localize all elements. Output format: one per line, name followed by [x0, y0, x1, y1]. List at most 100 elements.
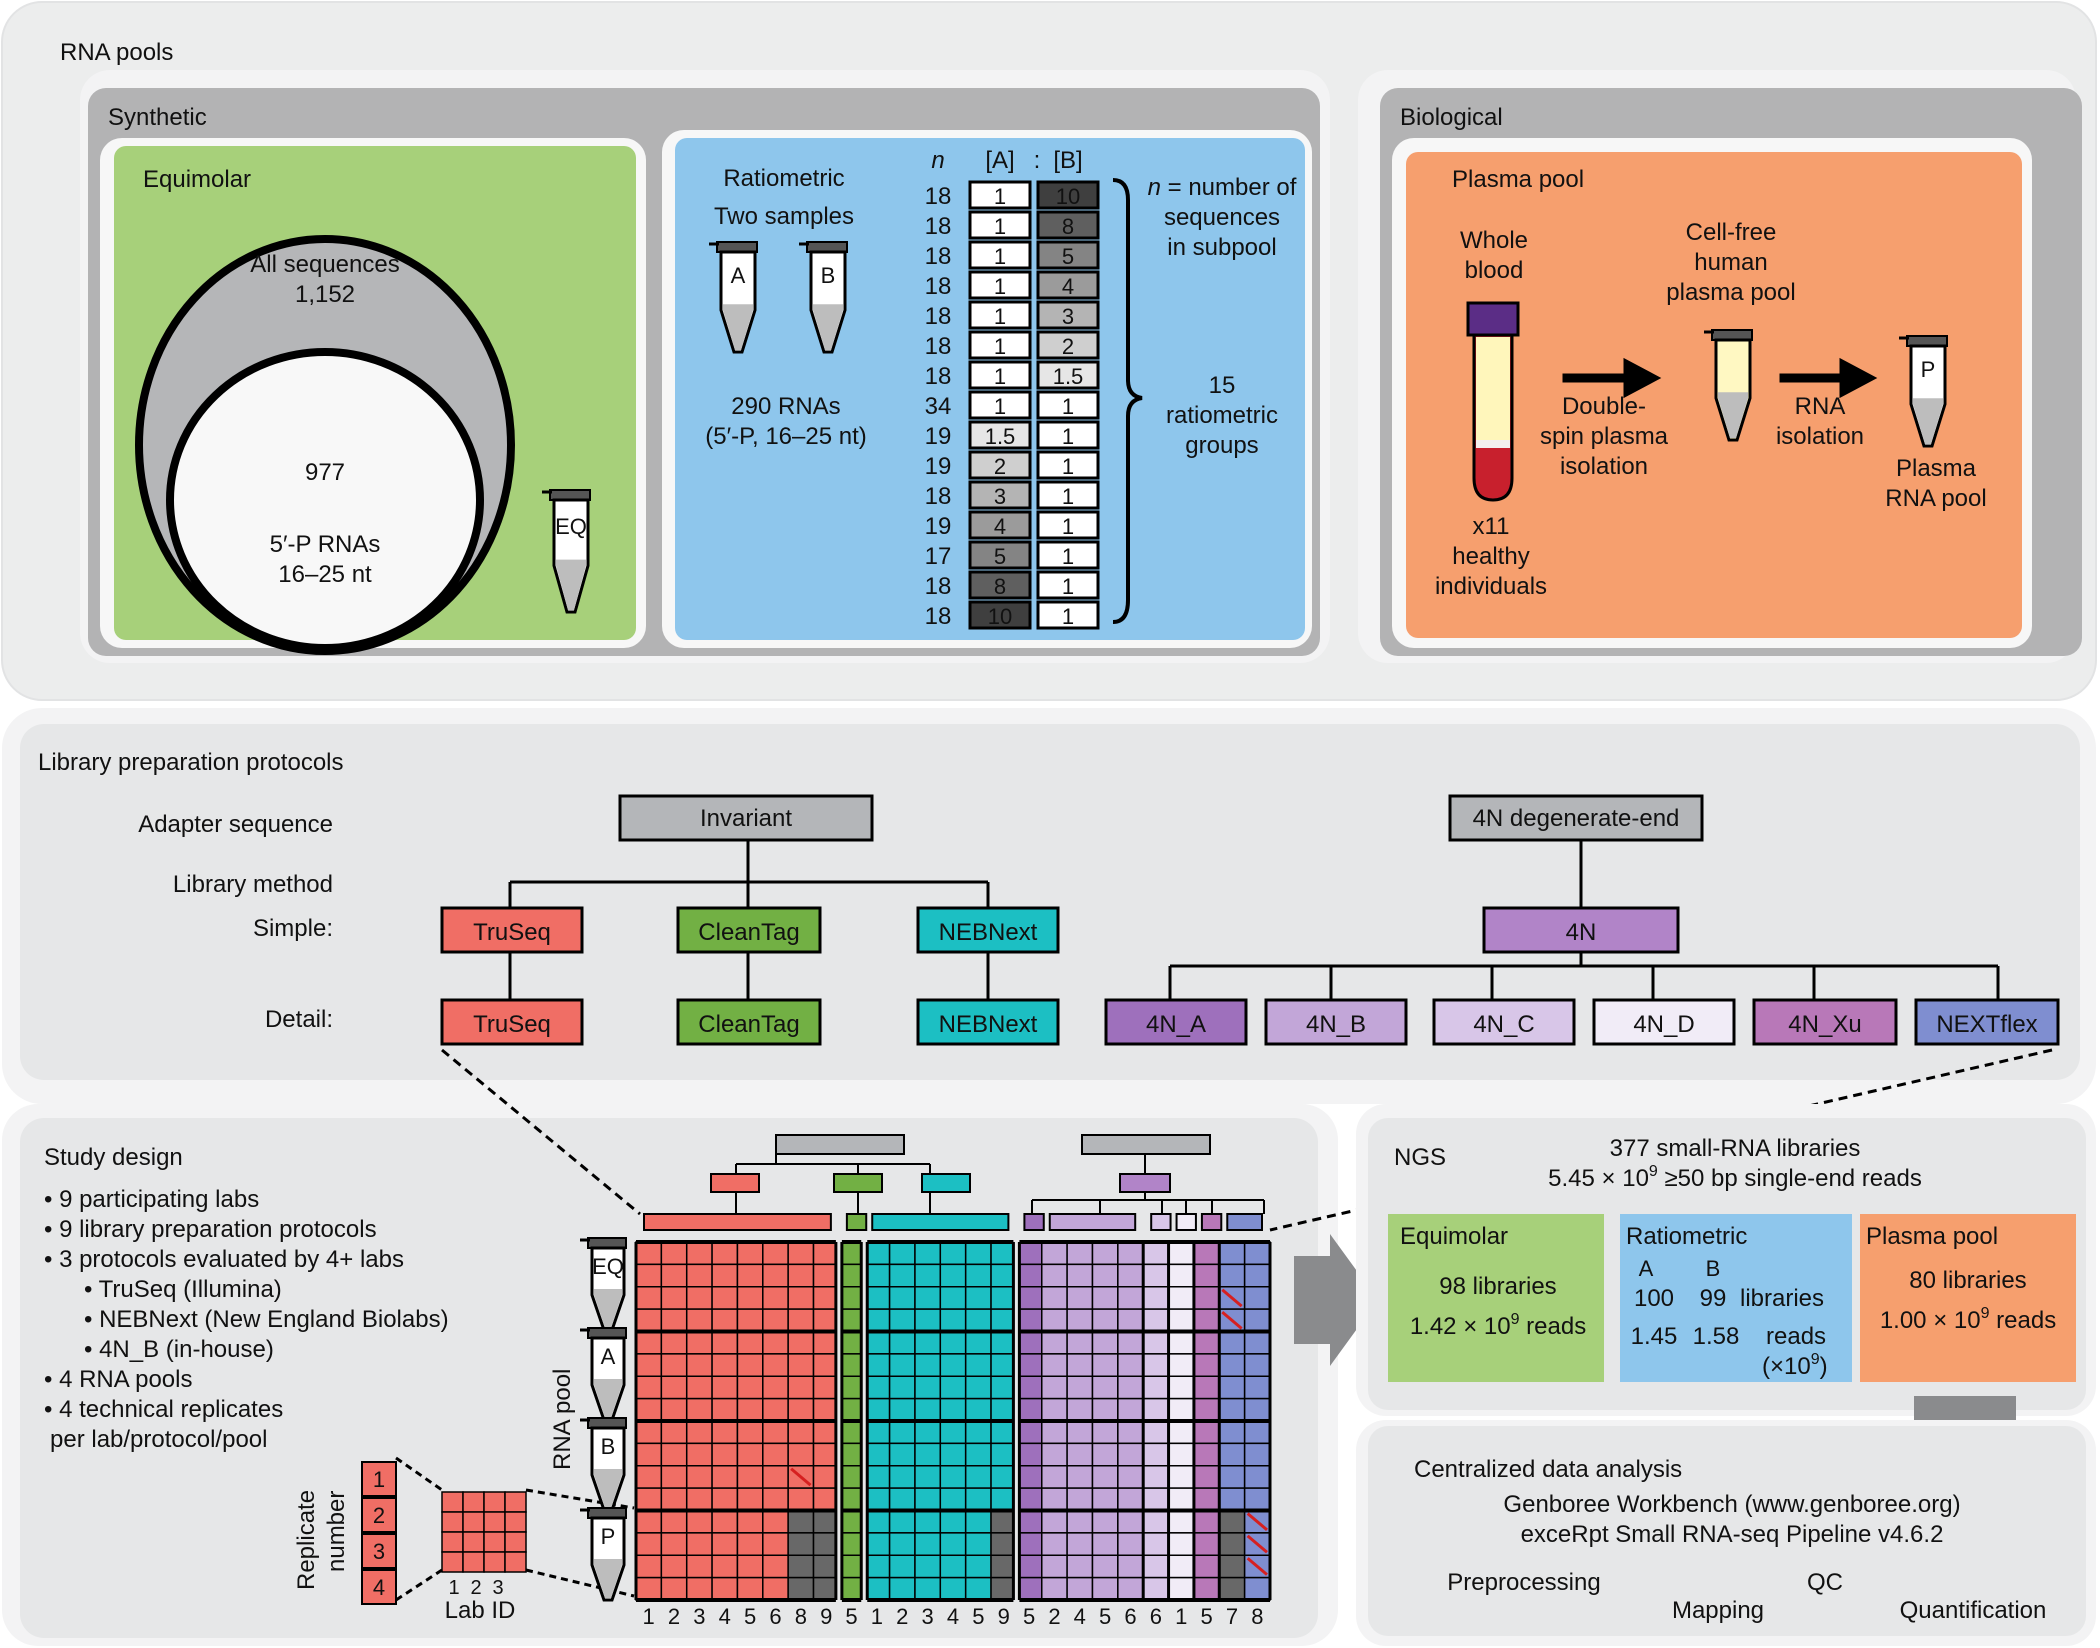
grid-cell: [787, 1241, 815, 1266]
grid-cell: [685, 1241, 713, 1266]
invariant-box: Invariant: [618, 794, 874, 842]
detail-truseq-box: TruSeq: [440, 998, 584, 1046]
ratio-b-cell: [1036, 450, 1100, 480]
mini-grid-cell: [441, 1531, 464, 1553]
svg-text:(×109): (×109): [1762, 1351, 1828, 1380]
grid-cell: [1142, 1397, 1170, 1422]
grid-cell: [685, 1532, 713, 1556]
lab-id-label-cell: 6: [1124, 1604, 1136, 1629]
cellfree-1: Cell-free: [1686, 219, 1777, 246]
ratio-row-n: 18: [925, 603, 952, 630]
grid-cell: [1142, 1308, 1170, 1333]
grid-cell: [762, 1465, 789, 1489]
ratio-b-cell: [1036, 330, 1100, 360]
grid-cell: [1193, 1420, 1221, 1445]
grid-cell: [1142, 1353, 1170, 1377]
mini-grid-cell: [504, 1551, 527, 1573]
grid-cell: [1066, 1330, 1094, 1355]
step1-2: spin plasma: [1540, 423, 1669, 450]
grid-cell: [964, 1487, 992, 1512]
replicate-cell: [361, 1533, 397, 1569]
replicate-cell: [361, 1461, 397, 1497]
bullet-protocols: • 9 library preparation protocols: [44, 1216, 377, 1243]
grid-cell: [1142, 1554, 1170, 1579]
mini-grid-cell: [483, 1531, 506, 1553]
donors-2: healthy: [1452, 543, 1529, 570]
svg-text:TruSeq: TruSeq: [473, 919, 551, 946]
biological-title: Biological: [1400, 104, 1503, 131]
ratio-b-value: 3: [1062, 304, 1074, 329]
grid-cell: [914, 1330, 942, 1355]
grid-cell: [1091, 1241, 1119, 1266]
svg-text:1.58: 1.58: [1693, 1323, 1740, 1350]
grid-cell: [888, 1420, 916, 1445]
ratio-a-value: 1: [994, 364, 1006, 389]
groups-note-2: ratiometric: [1166, 402, 1278, 429]
ratio-b-value: 1: [1062, 484, 1074, 509]
ratio-a-value: 1: [994, 184, 1006, 209]
grid-cell: [711, 1554, 739, 1579]
grid-cell: [964, 1442, 992, 1467]
ratio-b-value: 1.5: [1053, 364, 1084, 389]
grid-cell: [787, 1375, 815, 1400]
svg-text:reads: reads: [1766, 1323, 1826, 1350]
grid-cell: [685, 1286, 713, 1310]
grid-cell: [1041, 1554, 1068, 1579]
grid-cell: [1243, 1375, 1271, 1400]
svg-text:Ratiometric: Ratiometric: [1626, 1223, 1747, 1250]
ratio-a-cell: [968, 210, 1032, 240]
grid-cell: [762, 1286, 789, 1310]
grid-cell: [1066, 1397, 1094, 1422]
rna-pools-title: RNA pools: [60, 39, 173, 66]
mini-grid-cell: [483, 1491, 506, 1513]
grid-cell: [711, 1465, 739, 1489]
grid-cell: [1142, 1442, 1170, 1467]
grid-cell: [1243, 1241, 1271, 1266]
mini-grid-cell: [504, 1531, 527, 1553]
grid-cell: [1218, 1554, 1246, 1579]
grid-cell: [939, 1375, 967, 1400]
lab-id-label-cell: 6: [769, 1604, 781, 1629]
grid-cell: [1142, 1241, 1170, 1266]
tube-label: B: [821, 263, 836, 288]
lab-id-label-cell: 1: [871, 1604, 883, 1629]
grid-cell: [787, 1330, 815, 1355]
grid-cell: [1167, 1509, 1195, 1534]
ratio-a-cell: [968, 510, 1032, 540]
ngs-panel: NGS 377 small-RNA libraries 5.45 × 109 ≥…: [1356, 1104, 2096, 1416]
replicate-number: 4: [373, 1575, 385, 1600]
ratio-a-cell: [968, 270, 1032, 300]
study-bullets: • 9 participating labs • 9 library prepa…: [44, 1186, 449, 1453]
grid-cell: [660, 1487, 688, 1512]
grid-cell: [1167, 1554, 1195, 1579]
grid-cell: [1091, 1397, 1119, 1422]
col-n-header: n: [931, 147, 944, 174]
grid-cell: [1091, 1465, 1119, 1489]
ratio-a-cell: [968, 540, 1032, 570]
detail-4n-c-box: 4N_C: [1432, 998, 1576, 1046]
ratio-b-value: 1: [1062, 604, 1074, 629]
grid-cell: [1218, 1465, 1246, 1489]
grid-cell: [1142, 1330, 1170, 1355]
detail-nebnext-box: NEBNext: [916, 998, 1060, 1046]
whole-blood-2: blood: [1465, 257, 1524, 284]
ratio-a-cell: [968, 390, 1032, 420]
lab-id-label-cell: 9: [998, 1604, 1010, 1629]
grid-cell: [939, 1532, 967, 1556]
grid-cell: [888, 1576, 916, 1601]
svg-text:4N degenerate-end: 4N degenerate-end: [1473, 805, 1680, 832]
grid-cell: [685, 1330, 713, 1355]
grid-cell: [711, 1532, 739, 1556]
ratio-a-cell: [968, 420, 1032, 450]
grid-cell: [888, 1353, 916, 1377]
replicate-number: 2: [373, 1503, 385, 1528]
grid-cell: [1091, 1353, 1119, 1377]
grid-cell: [1167, 1442, 1195, 1467]
ratio-a-cell: [968, 480, 1032, 510]
ratio-a-cell: [968, 450, 1032, 480]
synthetic-panel: Synthetic Equimolar All sequences 1,152 …: [80, 70, 1330, 663]
grid-cell: [939, 1442, 967, 1467]
cellfree-3: plasma pool: [1666, 279, 1795, 306]
lab-id-label-cell: 5: [845, 1604, 857, 1629]
